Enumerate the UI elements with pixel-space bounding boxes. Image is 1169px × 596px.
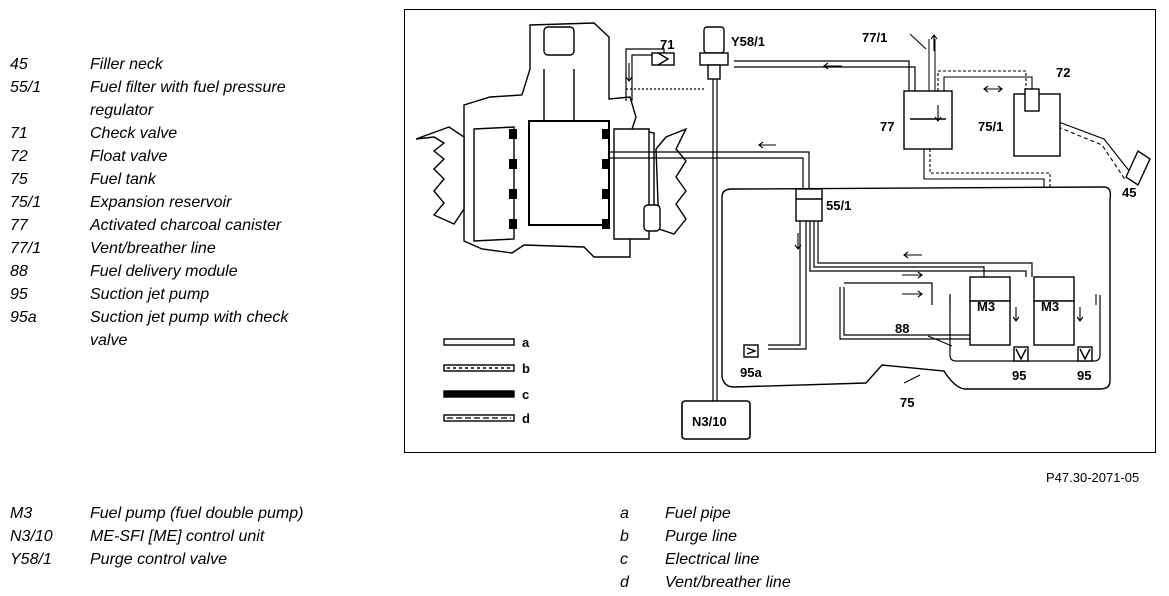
key-label-a: a (522, 335, 530, 350)
legend-code: 95 (10, 286, 28, 303)
legend-desc: Electrical line (665, 551, 760, 568)
legend-desc: Purge control valve (90, 551, 227, 568)
legend-row: 75/1 Expansion reservoir (10, 191, 330, 214)
legend-desc: Fuel pipe (665, 505, 731, 522)
label-71: 71 (660, 37, 674, 52)
legend-row: 95a Suction jet pump with check valve (10, 306, 330, 352)
legend-desc: Purge line (665, 528, 738, 545)
legend-code: Y58/1 (10, 551, 52, 568)
legend-desc: Suction jet pump with check valve (90, 309, 289, 349)
legend-code: b (620, 528, 629, 545)
legend-desc: Check valve (90, 125, 178, 142)
label-95-left: 95 (1012, 368, 1026, 383)
legend-desc: Vent/breather line (665, 574, 791, 591)
label-m3-right: M3 (1041, 299, 1059, 314)
flow-arrows (625, 33, 1097, 384)
legend-code: 77 (10, 217, 28, 234)
legend-row: b Purge line (620, 525, 965, 548)
legend-code: 55/1 (10, 79, 42, 96)
fuel-pump-left (969, 276, 1011, 346)
legend-desc: Fuel tank (90, 171, 156, 188)
component-legend: 45 Filler neck 55/1 Fuel filter with fuel … (10, 53, 330, 352)
legend-desc: Fuel delivery module (90, 263, 238, 280)
legend-row: 88 Fuel delivery module (10, 260, 330, 283)
key-label-c: c (522, 387, 529, 402)
label-55-1: 55/1 (826, 198, 851, 213)
legend-row: 71 Check valve (10, 122, 330, 145)
legend-code: N3/10 (10, 528, 53, 545)
label-95-right: 95 (1077, 368, 1091, 383)
charcoal-canister (903, 90, 953, 150)
legend-code: d (620, 574, 629, 591)
purge-control-valve (699, 26, 729, 80)
legend-row: 72 Float valve (10, 145, 330, 168)
legend-row: 95 Suction jet pump (10, 283, 330, 306)
label-n3-10: N3/10 (692, 414, 727, 429)
legend-desc: Fuel filter with fuel pressure regulator (90, 79, 286, 119)
legend-desc: Vent/breather line (90, 240, 216, 257)
legend-desc: Suction jet pump (90, 286, 210, 303)
legend-desc: Fuel pump (fuel double pump) (90, 505, 304, 522)
fuel-system-diagram: a b c d Y58/1 71 77/1 72 77 75/1 45 55/1… (404, 9, 1156, 453)
label-75-1: 75/1 (978, 119, 1003, 134)
label-88: 88 (895, 321, 909, 336)
legend-row: c Electrical line (620, 548, 965, 571)
fuel-tank (721, 186, 1112, 390)
legend-code: 95a (10, 309, 37, 326)
legend-row: 45 Filler neck (10, 53, 330, 76)
electrical-line (712, 79, 718, 401)
legend-row: 77 Activated charcoal canister (10, 214, 330, 237)
label-95a: 95a (740, 365, 762, 380)
check-valve-71 (651, 52, 675, 66)
legend-row: N3/10 ME-SFI [ME] control unit (10, 525, 510, 548)
component-legend-bottom: M3 Fuel pump (fuel double pump) N3/10 ME-S… (10, 502, 510, 571)
legend-desc: Filler neck (90, 56, 163, 73)
legend-code: 71 (10, 125, 28, 142)
legend-code: 75 (10, 171, 28, 188)
legend-code: 88 (10, 263, 28, 280)
legend-row: 77/1 Vent/breather line (10, 237, 330, 260)
legend-desc: ME-SFI [ME] control unit (90, 528, 265, 545)
label-m3-left: M3 (977, 299, 995, 314)
expansion-reservoir (1013, 88, 1061, 157)
legend-row: a Fuel pipe (620, 502, 965, 525)
legend-code: 45 (10, 56, 28, 73)
suction-jet-pumps (743, 344, 1093, 362)
vent-breather-77-1 (928, 39, 936, 97)
label-75: 75 (900, 395, 914, 410)
label-77-1: 77/1 (862, 30, 887, 45)
legend-code: M3 (10, 505, 33, 522)
engine-bolts (509, 129, 610, 229)
control-unit-n3-10 (681, 400, 751, 440)
fuel-lines (608, 151, 1033, 350)
key-label-d: d (522, 411, 530, 426)
line-type-key (443, 338, 515, 422)
legend-row: M3 Fuel pump (fuel double pump) (10, 502, 510, 525)
legend-code: a (620, 505, 629, 522)
label-77: 77 (880, 119, 894, 134)
legend-desc: Expansion reservoir (90, 194, 232, 211)
legend-code: 77/1 (10, 240, 42, 257)
legend-code: 72 (10, 148, 28, 165)
legend-desc: Activated charcoal canister (90, 217, 282, 234)
key-label-b: b (522, 361, 530, 376)
label-72: 72 (1056, 65, 1070, 80)
label-45: 45 (1122, 185, 1136, 200)
legend-row: d Vent/breather line (620, 571, 965, 594)
legend-row: Y58/1 Purge control valve (10, 548, 510, 571)
legend-row: 75 Fuel tank (10, 168, 330, 191)
vent-lines (923, 70, 1135, 187)
filler-neck (1125, 149, 1151, 187)
legend-desc: Float valve (90, 148, 168, 165)
fuel-filter (795, 188, 823, 222)
label-y58-1: Y58/1 (731, 34, 765, 49)
fuel-pump-right (1033, 276, 1075, 346)
legend-code: 75/1 (10, 194, 42, 211)
legend-code: c (620, 551, 628, 568)
figure-reference: P47.30-2071-05 (1046, 470, 1140, 485)
legend-row: 55/1 Fuel filter with fuel pressure regul… (10, 76, 330, 122)
